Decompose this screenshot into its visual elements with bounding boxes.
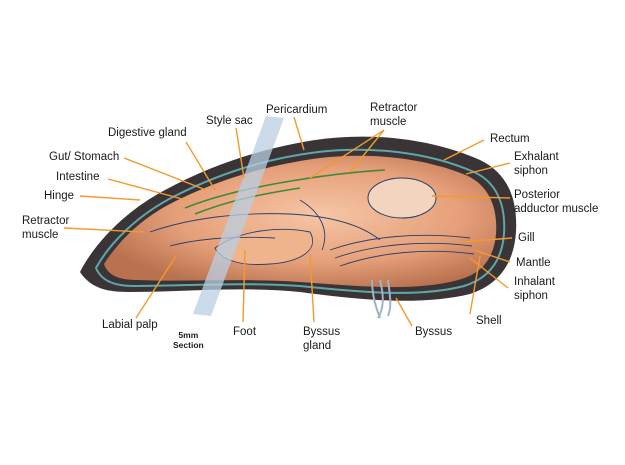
label-inhalant-siphon: Inhalant siphon — [514, 276, 555, 302]
label-byssus-gland: Byssus gland — [303, 326, 341, 352]
label-shell: Shell — [476, 315, 502, 327]
label-style-sac: Style sac — [206, 115, 253, 127]
label-intestine: Intestine — [56, 171, 100, 183]
label-digestive-gland: Digestive gland — [108, 127, 187, 139]
label-pericardium: Pericardium — [266, 104, 328, 116]
section-band — [193, 116, 284, 316]
label-5mm-section: 5mm Section — [173, 330, 204, 350]
label-labial-palp: Labial palp — [102, 319, 158, 331]
leader-lines — [63, 116, 513, 327]
posterior-adductor-shape — [367, 177, 437, 219]
label-gill: Gill — [518, 232, 535, 244]
label-byssus: Byssus — [415, 326, 453, 338]
label-rectum: Rectum — [490, 133, 530, 145]
organ-outlines — [149, 199, 381, 251]
label-retractor-muscle-top: Retractor muscle — [370, 102, 418, 128]
gill-shape — [329, 234, 475, 267]
byssus-threads — [371, 279, 392, 319]
label-posterior-adductor-muscle: Posterior adductor muscle — [514, 189, 599, 215]
label-retractor-muscle-left: Retractor muscle — [22, 215, 70, 241]
label-foot: Foot — [233, 326, 257, 338]
label-gut-stomach: Gut/ Stomach — [49, 151, 120, 163]
label-hinge: Hinge — [44, 190, 75, 202]
label-exhalant-siphon: Exhalant siphon — [514, 151, 559, 177]
label-mantle: Mantle — [516, 257, 551, 269]
mussel-flesh — [104, 155, 497, 288]
